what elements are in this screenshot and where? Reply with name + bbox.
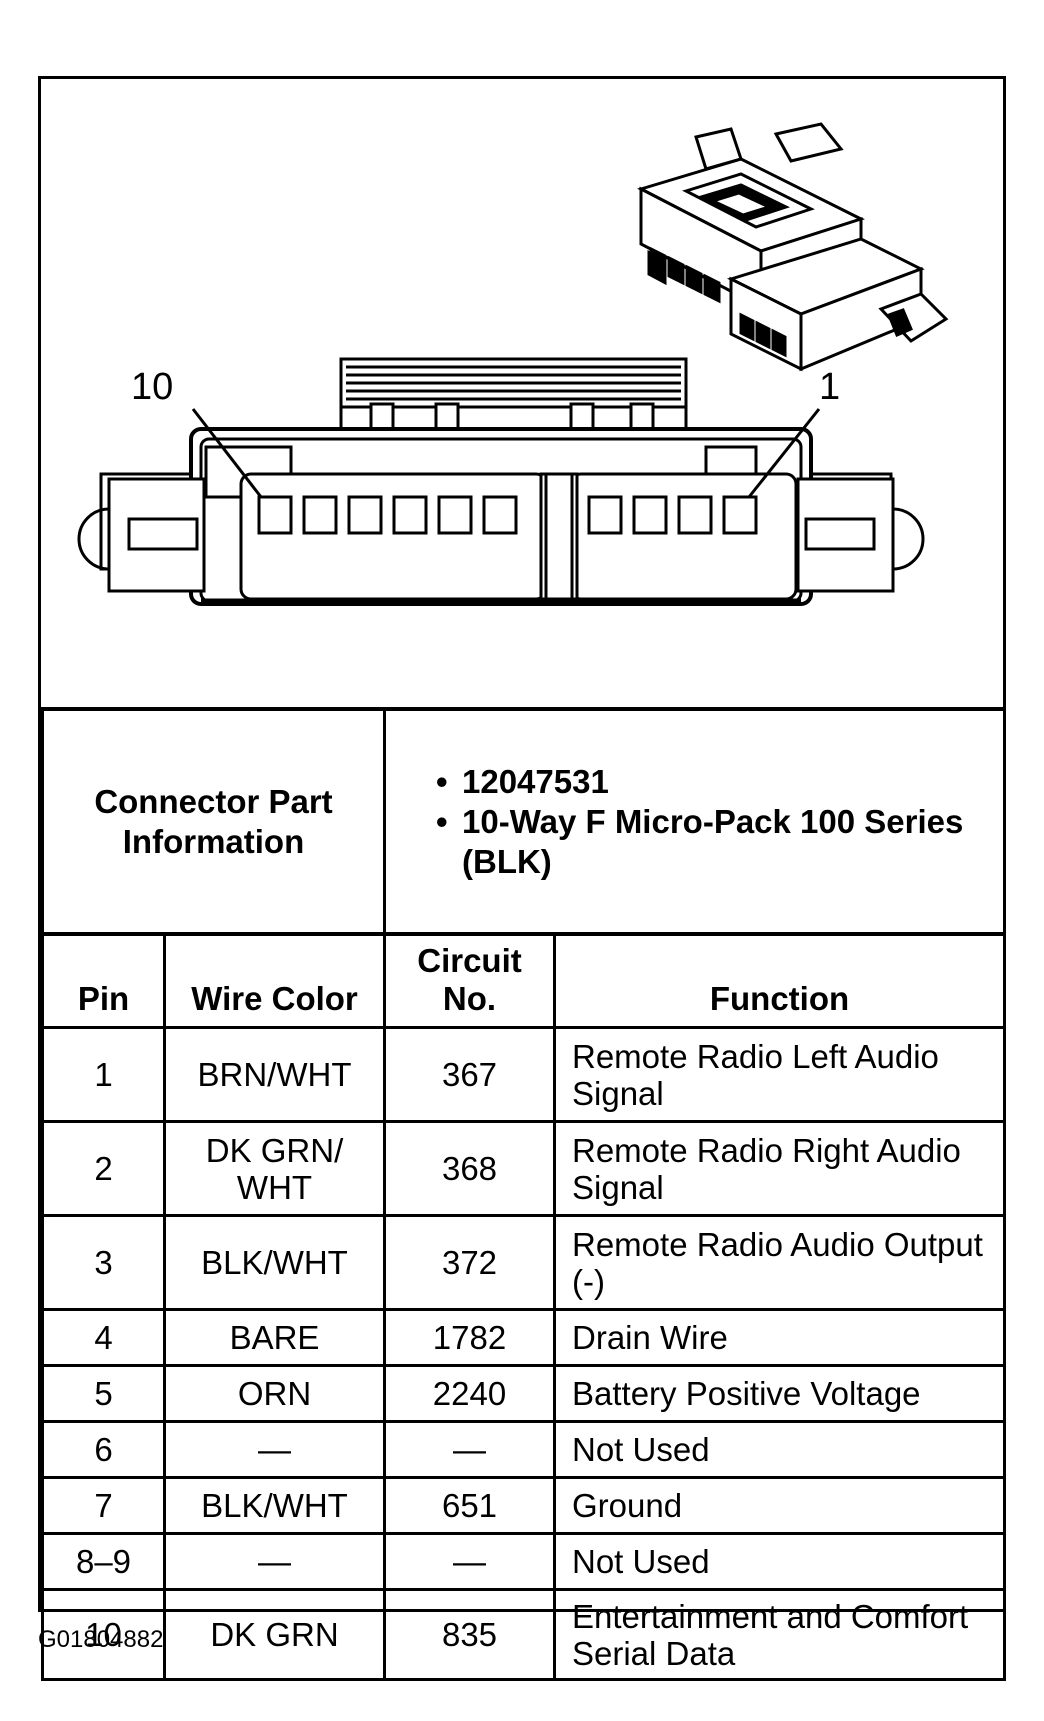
- pin-cell: 7: [41, 1476, 166, 1535]
- connector-part-label: Connector Part Information: [41, 707, 386, 936]
- circuit-cell: —: [383, 1420, 556, 1479]
- table-row: 4 BARE 1782 Drain Wire: [41, 1308, 1006, 1367]
- part-number: 12047531: [436, 762, 1003, 802]
- connector-part-details: 12047531 10-Way F Micro-Pack 100 Series …: [383, 707, 1006, 936]
- pin-cell: 1: [41, 1026, 166, 1123]
- table-row: 8–9 — — Not Used: [41, 1532, 1006, 1591]
- pin-cell: 10: [41, 1588, 166, 1681]
- function-cell: Battery Positive Voltage: [553, 1364, 1006, 1423]
- table-row: 7 BLK/WHT 651 Ground: [41, 1476, 1006, 1535]
- connector-front-view: [77, 357, 925, 606]
- circuit-cell: 367: [383, 1026, 556, 1123]
- pin-cell: 4: [41, 1308, 166, 1367]
- pin-1-label: 1: [819, 366, 840, 408]
- wire-color-cell: BLK/WHT: [163, 1476, 386, 1535]
- circuit-cell: 372: [383, 1214, 556, 1311]
- function-cell: Remote Radio Audio Output (-): [553, 1214, 1006, 1311]
- table-row: 10 DK GRN 835 Entertainment and Comfort …: [41, 1588, 1006, 1681]
- wire-color-cell: —: [163, 1420, 386, 1479]
- part-description: 10-Way F Micro-Pack 100 Series (BLK): [436, 802, 1003, 882]
- circuit-cell: 1782: [383, 1308, 556, 1367]
- pin-cavity-row: [257, 495, 758, 535]
- pin-table: Pin Wire Color Circuit No. Function 1 BR…: [41, 932, 1006, 1681]
- circuit-cell: 368: [383, 1120, 556, 1217]
- header-pin: Pin: [41, 932, 166, 1029]
- pin-cell: 6: [41, 1420, 166, 1479]
- table-row: 1 BRN/WHT 367 Remote Radio Left Audio Si…: [41, 1026, 1006, 1123]
- wire-color-cell: BLK/WHT: [163, 1214, 386, 1311]
- pin-10-label: 10: [131, 366, 173, 408]
- circuit-cell: 651: [383, 1476, 556, 1535]
- table-row: 3 BLK/WHT 372 Remote Radio Audio Output …: [41, 1214, 1006, 1311]
- wire-color-cell: DK GRN/ WHT: [163, 1120, 386, 1217]
- table-row: 6 — — Not Used: [41, 1420, 1006, 1479]
- function-cell: Drain Wire: [553, 1308, 1006, 1367]
- circuit-cell: 835: [383, 1588, 556, 1681]
- header-function: Function: [553, 932, 1006, 1029]
- header-wire-color: Wire Color: [163, 932, 386, 1029]
- function-cell: Not Used: [553, 1420, 1006, 1479]
- function-cell: Ground: [553, 1476, 1006, 1535]
- wire-color-cell: BARE: [163, 1308, 386, 1367]
- circuit-cell: 2240: [383, 1364, 556, 1423]
- pin-cell: 3: [41, 1214, 166, 1311]
- connector-figure: 10 1 Connector Part Information 12047531…: [38, 76, 1006, 1681]
- table-row: 2 DK GRN/ WHT 368 Remote Radio Right Aud…: [41, 1120, 1006, 1217]
- function-cell: Entertainment and Comfort Serial Data: [553, 1588, 1006, 1681]
- header-circuit-no: Circuit No.: [383, 932, 556, 1029]
- wire-color-cell: ORN: [163, 1364, 386, 1423]
- pin-cell: 2: [41, 1120, 166, 1217]
- function-cell: Not Used: [553, 1532, 1006, 1591]
- function-cell: Remote Radio Right Audio Signal: [553, 1120, 1006, 1217]
- wire-color-cell: DK GRN: [163, 1588, 386, 1681]
- wire-color-cell: —: [163, 1532, 386, 1591]
- wire-color-cell: BRN/WHT: [163, 1026, 386, 1123]
- function-cell: Remote Radio Left Audio Signal: [553, 1026, 1006, 1123]
- connector-diagram: 10 1: [41, 79, 1003, 707]
- table-row: 5 ORN 2240 Battery Positive Voltage: [41, 1364, 1006, 1423]
- circuit-cell: —: [383, 1532, 556, 1591]
- figure-id: G01804882: [38, 1626, 164, 1653]
- pin-cell: 8–9: [41, 1532, 166, 1591]
- connector-part-info-table: Connector Part Information 12047531 10-W…: [41, 707, 1006, 936]
- pin-cell: 5: [41, 1364, 166, 1423]
- connector-isometric-illustration: [637, 122, 949, 372]
